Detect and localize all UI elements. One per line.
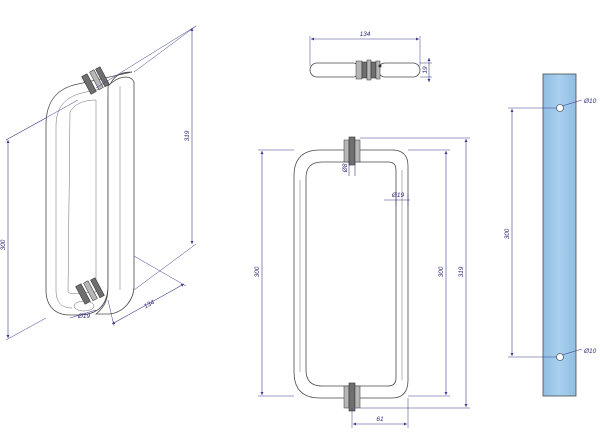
front-length-dimension: 319 [360, 137, 470, 409]
front-bottom-mount [343, 382, 361, 412]
front-inner-dimension: 300 [408, 149, 450, 397]
front-length-label: 319 [458, 266, 465, 277]
iso-bottom-fitting [75, 277, 105, 305]
top-thickness-label: 19 [422, 66, 429, 74]
top-view: 134 19 [309, 31, 432, 82]
iso-tube-label: Ø19 [77, 313, 91, 320]
iso-length-label: 319 [184, 130, 191, 141]
top-handle [309, 59, 421, 81]
glass-top-hole-label: Ø10 [583, 98, 597, 105]
front-mount-diameter-label: Ø8 [342, 163, 349, 173]
front-tube-label: Ø19 [391, 192, 405, 199]
front-mount-diameter: Ø8 [342, 162, 356, 176]
iso-handle [45, 66, 135, 316]
glass-bottom-hole [556, 353, 564, 361]
glass-bottom-hole-label: Ø10 [583, 348, 597, 355]
glass-panel-view: Ø10 Ø10 300 [504, 73, 597, 397]
iso-height-dimension: 300 [0, 117, 47, 341]
glass-top-hole [556, 104, 564, 112]
glass-panel [542, 73, 577, 397]
front-height-dimension: 300 [254, 149, 294, 397]
top-depth-label: 134 [360, 31, 371, 38]
front-inner-label: 300 [438, 266, 445, 277]
front-top-mount [343, 136, 361, 166]
iso-tube-dimension: Ø19 [69, 309, 97, 320]
iso-view: 300 319 134 Ø19 [0, 25, 197, 341]
iso-depth-dimension: 134 [107, 255, 187, 327]
iso-length-dimension: 319 [133, 25, 197, 291]
front-handle [293, 136, 409, 412]
front-offset-label: 61 [376, 416, 384, 423]
front-tube-dimension: Ø19 [384, 192, 410, 206]
front-view: Ø8 Ø19 300 300 319 [254, 136, 470, 428]
front-height-label: 300 [254, 266, 261, 277]
glass-spacing-label: 300 [504, 228, 511, 239]
front-offset-dimension: 61 [351, 398, 409, 428]
iso-depth-label: 134 [143, 299, 156, 311]
iso-height-label: 300 [0, 239, 7, 250]
